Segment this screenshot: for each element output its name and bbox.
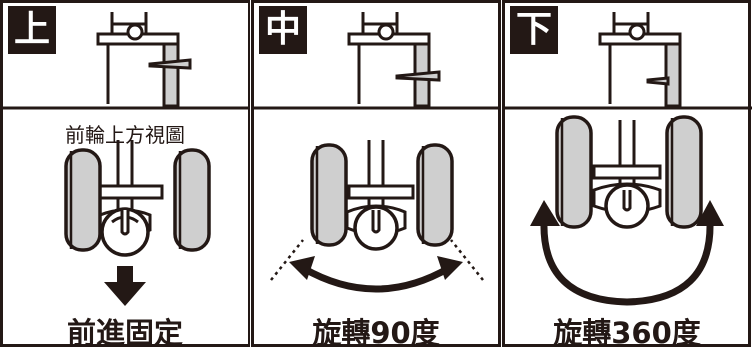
caster-top-view: [555, 115, 703, 229]
position-badge-down: 下: [510, 6, 558, 54]
caster-top-view: [64, 140, 211, 257]
position-badge-middle: 中: [259, 6, 307, 54]
panel-2-drawing: [251, 0, 501, 347]
down-arrow-icon: [104, 266, 146, 306]
caster-top-view: [310, 140, 454, 251]
panel-3-drawing: [502, 0, 752, 347]
circular-double-arrow-icon: [530, 200, 724, 306]
brake-detail: [96, 12, 192, 108]
caption-forward-fixed: 前進固定: [66, 316, 183, 350]
front-wheel-top-view-label: 前輪上方視圖: [65, 123, 185, 147]
brake-detail: [598, 12, 682, 108]
panel-1-drawing: [0, 0, 250, 347]
caption-rotate-90: 旋轉90度: [312, 316, 440, 350]
brake-detail: [347, 12, 441, 108]
position-badge-up: 上: [8, 6, 56, 54]
panel-rotate-90: 中 旋轉90度: [251, 0, 501, 350]
caption-rotate-360: 旋轉360度: [553, 316, 701, 350]
panel-front-fixed: 上 前輪上方視圖 前進固定: [0, 0, 250, 350]
panel-rotate-360: 下 旋轉360度: [502, 0, 752, 350]
curved-double-arrow-icon: [270, 239, 484, 293]
